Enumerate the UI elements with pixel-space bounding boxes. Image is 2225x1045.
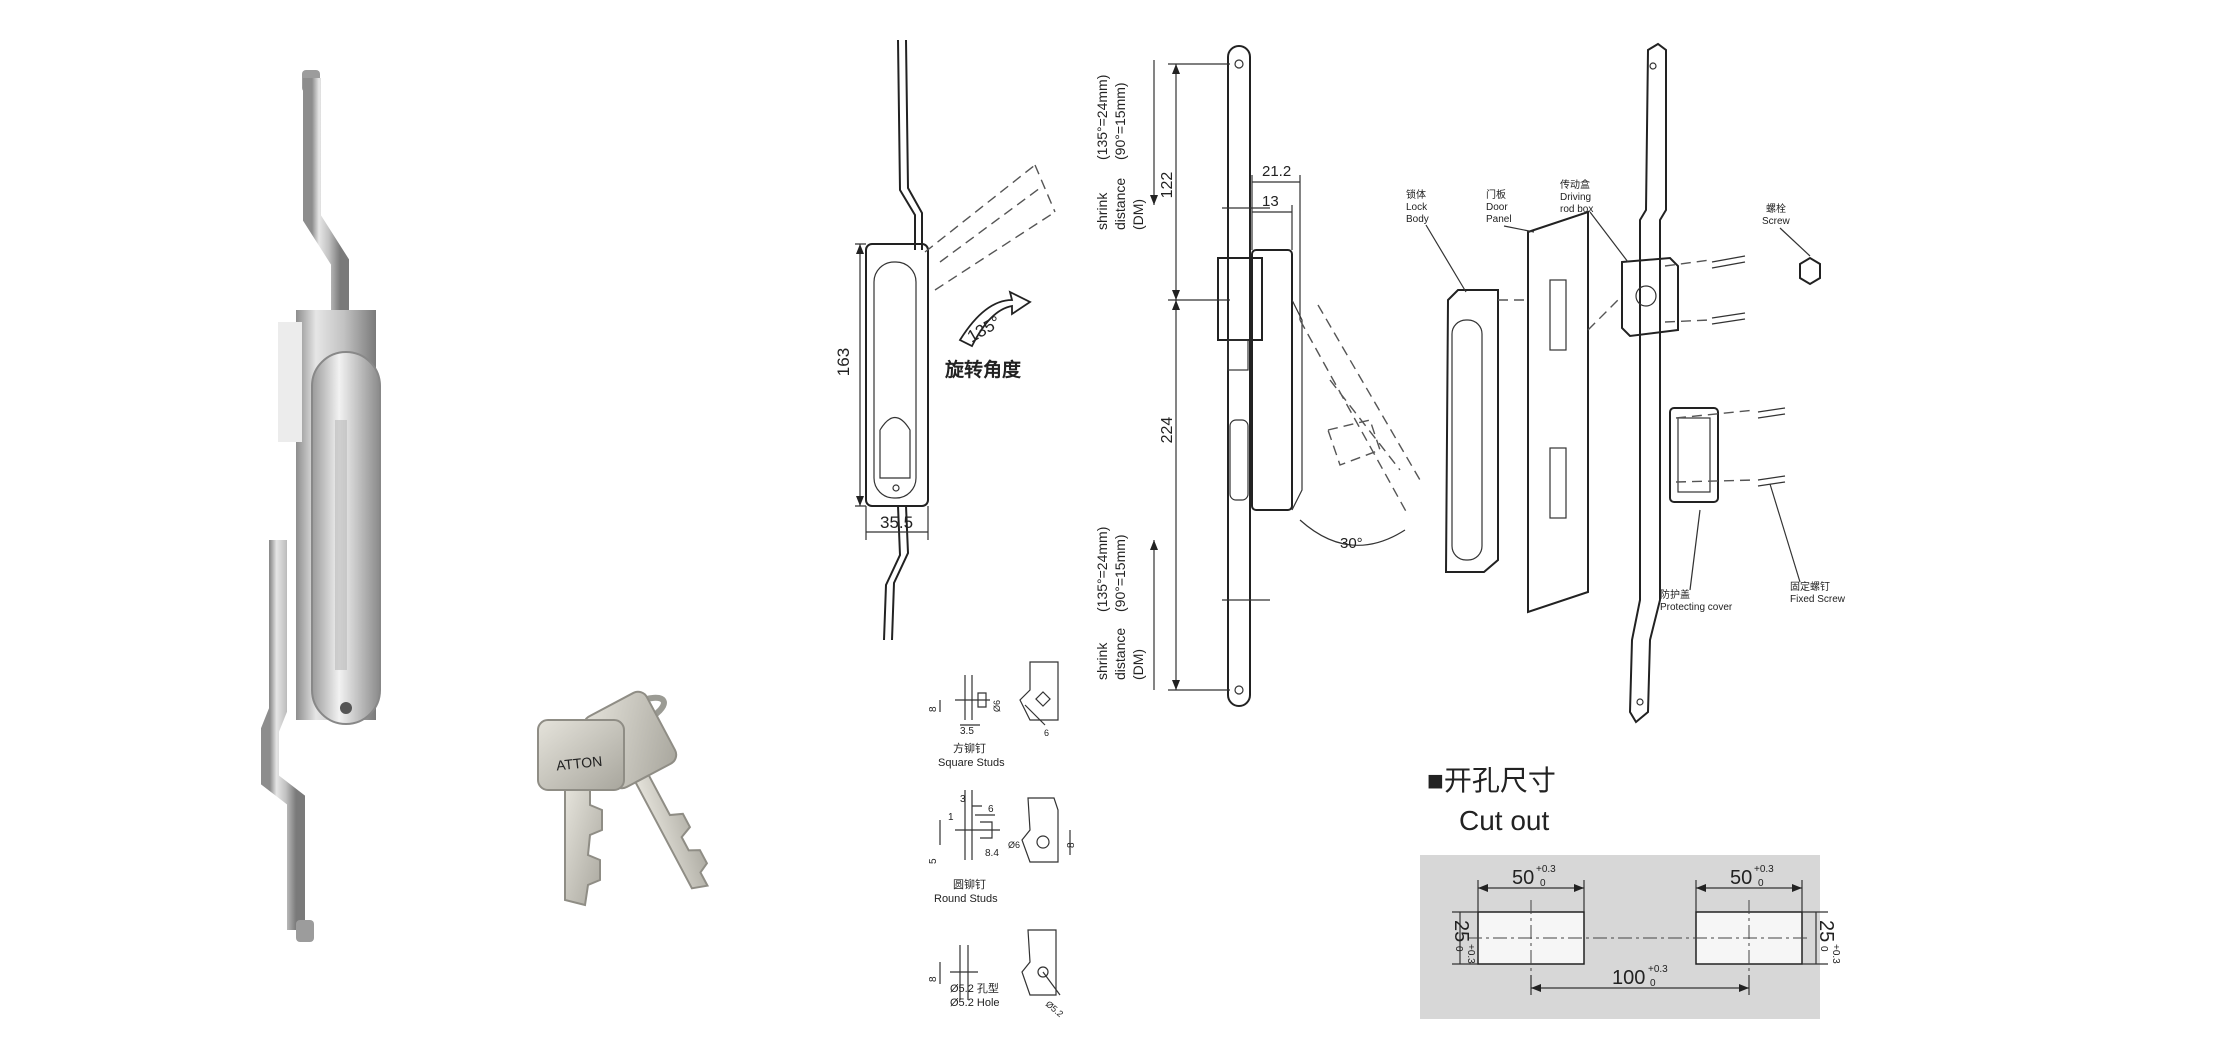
rotation-angle-label: 旋转角度 [944,358,1022,381]
shrink-upper-l3: (DM) [1130,199,1146,230]
shrink-upper-r2: (90°=15mm) [1112,82,1128,160]
front-view-drawing: 122 224 21.2 13 30° shrink distance (DM)… [1094,45,1421,707]
cutout-section: ■开孔尺寸 Cut out 50 +0.3 0 50 +0.3 0 100 +0… [1420,765,1841,1019]
hole-detail: 8 Ø5.2 Ø5.2 孔型 Ø5.2 Hole [928,929,1065,1019]
front-angle-30: 30° [1340,535,1363,552]
shrink-lower-r2: (90°=15mm) [1112,534,1128,612]
cutout-width-left: 50 [1512,867,1534,889]
shrink-lower-l1: shrink [1094,642,1110,680]
shrink-lower-r1: (135°=24mm) [1094,527,1110,612]
front-dim-224: 224 [1159,417,1176,444]
door-panel-zh: 门板 [1486,188,1506,201]
hole-dim-8: 8 [928,976,939,982]
cutout-spacing: 100 [1612,967,1645,989]
hole-zh: Ø5.2 孔型 [950,981,999,995]
shrink-lower-l2: distance [1112,628,1128,680]
front-dim-21-2: 21.2 [1262,163,1291,180]
door-panel-en2: Panel [1486,214,1512,225]
front-dim-122: 122 [1159,172,1176,199]
rod-box-zh: 传动盒 [1560,178,1590,191]
cover-en: Protecting cover [1660,602,1733,613]
cutout-height-left-tol0: 0 [1453,946,1464,952]
shrink-lower-label: shrink distance (DM) (135°=24mm) (90°=15… [1094,527,1146,680]
round-dim-5: 5 [928,858,939,864]
cover-zh: 防护盖 [1660,588,1690,601]
round-studs-en: Round Studs [934,893,998,905]
hole-dim-dia: Ø5.2 [1044,999,1065,1019]
rod-box-en2: rod box [1560,204,1593,215]
key-stamp: ATTON [555,753,603,774]
square-dim-8: 8 [928,706,939,712]
screw-en: Screw [1762,216,1791,227]
cutout-spacing-tol0: 0 [1650,978,1656,989]
lock-body-en2: Body [1406,214,1429,225]
square-dim-dia6: Ø6 [992,700,1002,712]
rod-box-en1: Driving [1560,192,1591,203]
square-dim-3-5: 3.5 [960,726,974,737]
shrink-upper-l2: distance [1112,178,1128,230]
cutout-spacing-tol: +0.3 [1648,964,1668,975]
round-dim-3: 3 [960,794,966,805]
round-dim-6: 6 [988,804,994,815]
cutout-height-left-tol: +0.3 [1465,944,1476,964]
screw-zh: 螺栓 [1766,202,1786,215]
door-panel-en1: Door [1486,202,1508,213]
fixed-screw-zh: 固定螺钉 [1790,580,1830,593]
cutout-title-en: Cut out [1459,805,1549,836]
shrink-lower-l3: (DM) [1130,649,1146,680]
cutout-width-left-tol: +0.3 [1536,864,1556,875]
lock-body-en1: Lock [1406,202,1428,213]
lock-body-zh: 锁体 [1406,188,1426,201]
cutout-height-right-tol: +0.3 [1830,944,1841,964]
shrink-upper-l1: shrink [1094,192,1110,230]
round-studs-detail: 3 1 6 5 8.4 Ø6 8 圆铆钉 Round Studs [928,790,1077,905]
side-height-dim: 163 [834,348,853,376]
side-width-dim: 35.5 [880,513,913,532]
cutout-width-right-tol: +0.3 [1754,864,1774,875]
keys-photo: ATTON [537,690,710,907]
cutout-height-left: 25 [1450,920,1472,942]
shrink-upper-label: shrink distance (DM) (135°=24mm) (90°=15… [1094,75,1146,230]
square-studs-zh: 方铆钉 [953,741,986,755]
front-dim-13: 13 [1262,193,1279,210]
side-view-drawing: 135° 旋转角度 163 35.5 [834,39,1056,641]
cutout-width-right-tol0: 0 [1758,878,1764,889]
square-studs-en: Square Studs [938,757,1005,769]
rotation-arrow-icon [958,290,1032,348]
cutout-height-right: 25 [1815,920,1837,942]
round-dim-1: 1 [948,812,954,823]
square-dim-6: 6 [1044,728,1049,738]
shrink-upper-r1: (135°=24mm) [1094,75,1110,160]
cutout-height-right-tol0: 0 [1818,946,1829,952]
lock-photo [261,70,381,942]
side-angle-label: 135° [964,312,1004,346]
round-dim-8: 8 [1066,842,1077,848]
round-studs-zh: 圆铆钉 [953,877,986,891]
round-dim-dia6: Ø6 [1008,840,1020,850]
fixed-screw-en: Fixed Screw [1790,594,1846,605]
cutout-title-zh: ■开孔尺寸 [1427,765,1556,796]
screw-icon [1711,255,1821,487]
cutout-width-right: 50 [1730,867,1752,889]
round-dim-8-4: 8.4 [985,848,999,859]
square-studs-detail: 8 3.5 Ø6 6 方铆钉 Square Studs [928,661,1059,769]
cutout-width-left-tol0: 0 [1540,878,1546,889]
hole-en: Ø5.2 Hole [950,997,1000,1009]
exploded-view-drawing: 锁体 Lock Body 门板 Door Panel 传动盒 Driving r… [1406,42,1846,724]
